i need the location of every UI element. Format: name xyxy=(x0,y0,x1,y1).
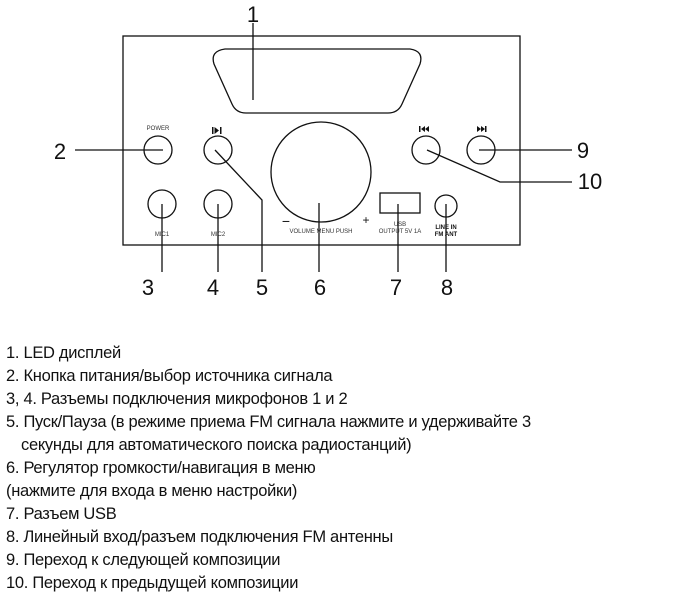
legend-item: 7. Разъем USB xyxy=(6,505,117,523)
legend-item: 2. Кнопка питания/выбор источника сигнал… xyxy=(6,367,333,385)
panel-diagram: POWER MIC1 MIC2 VOLUME MENU PUSH − + USB… xyxy=(54,2,602,300)
volume-label: VOLUME MENU PUSH xyxy=(289,229,352,235)
power-label: POWER xyxy=(147,126,170,132)
usb-port xyxy=(379,192,421,214)
volume-knob xyxy=(270,121,372,223)
legend-item: 8. Линейный вход/разъем подключения FM а… xyxy=(6,528,393,546)
callout-1: 1 xyxy=(247,2,259,27)
callout-10: 10 xyxy=(578,169,602,194)
line-in-label-2: FM ANT xyxy=(435,232,458,238)
legend-item: (нажмите для входа в меню настройки) xyxy=(6,482,298,500)
next-track-icon xyxy=(477,126,487,132)
play-pause-icon xyxy=(212,127,222,134)
legend-item: 3, 4. Разъемы подключения микрофонов 1 и… xyxy=(6,390,348,408)
usb-label-2: OUTPUT 5V 1A xyxy=(379,229,422,235)
mic2-label: MIC2 xyxy=(211,232,226,238)
callout-9: 9 xyxy=(577,138,589,163)
legend-list: 1. LED дисплей 2. Кнопка питания/выбор и… xyxy=(6,342,531,595)
callout-3: 3 xyxy=(142,275,154,300)
callout-5: 5 xyxy=(256,275,268,300)
mic1-label: MIC1 xyxy=(155,232,170,238)
callout-line-10 xyxy=(426,149,572,183)
legend-item: секунды для автоматического поиска радио… xyxy=(21,436,412,454)
play-pause-button xyxy=(203,135,233,165)
led-display xyxy=(212,48,422,114)
callout-line-5 xyxy=(214,149,263,272)
usb-label-1: USB xyxy=(394,222,406,228)
legend-item: 6. Регулятор громкости/навигация в меню xyxy=(6,459,316,477)
legend-item: 10. Переход к предыдущей композиции xyxy=(6,574,299,592)
callout-2: 2 xyxy=(54,139,66,164)
callout-8: 8 xyxy=(441,275,453,300)
previous-track-button xyxy=(411,135,441,165)
line-in-label-1: LINE IN xyxy=(435,225,456,231)
volume-plus: + xyxy=(362,213,369,227)
previous-track-icon xyxy=(419,126,429,132)
callout-4: 4 xyxy=(207,275,219,300)
legend-item: 9. Переход к следующей композиции xyxy=(6,551,281,569)
front-panel xyxy=(122,35,521,246)
legend-item: 5. Пуск/Пауза (в режиме приема FM сигнал… xyxy=(6,413,531,431)
volume-minus: − xyxy=(282,213,290,229)
legend-item: 1. LED дисплей xyxy=(6,344,121,362)
callout-6: 6 xyxy=(314,275,326,300)
callout-7: 7 xyxy=(390,275,402,300)
